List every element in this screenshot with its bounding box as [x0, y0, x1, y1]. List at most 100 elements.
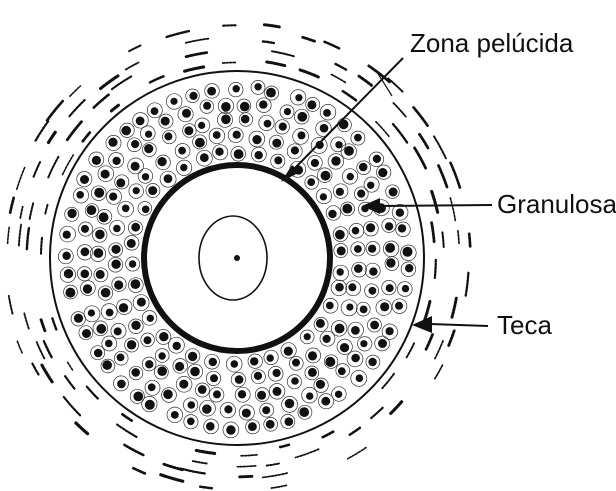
theca-cell [450, 296, 458, 320]
theca-cell [238, 474, 254, 479]
granulosa-cell [176, 159, 193, 176]
granulosa-cell [208, 386, 225, 403]
granulosa-cell [250, 80, 266, 95]
granulosa-cell-nucleus [368, 244, 377, 253]
granulosa-cell [92, 320, 109, 337]
granulosa-cell [184, 348, 201, 364]
granulosa-cell [395, 221, 411, 237]
theca-cell [131, 466, 147, 475]
granulosa-cell [203, 418, 219, 435]
granulosa-cell [187, 363, 204, 380]
granulosa-cell [363, 176, 380, 193]
granulosa-cell [141, 396, 158, 413]
granulosa-cell [270, 153, 286, 169]
granulosa-cell-nucleus [358, 162, 368, 172]
granulosa-cell-nucleus [291, 377, 299, 385]
theca-cell [65, 119, 84, 142]
granulosa-cell [93, 267, 109, 283]
theca-cell [121, 412, 133, 422]
granulosa-cell [127, 157, 144, 175]
granulosa-cell-nucleus [354, 133, 362, 142]
granulosa-cell [110, 323, 127, 339]
granulosa-cell [315, 187, 332, 205]
theca-cell [99, 74, 120, 91]
granulosa-cell-nucleus [262, 406, 271, 415]
granulosa-cell [286, 374, 302, 390]
granulosa-cell [113, 350, 129, 366]
granulosa-cell [290, 89, 307, 106]
granulosa-cell [325, 205, 342, 221]
granulosa-cell [124, 337, 139, 353]
granulosa-cell [227, 127, 244, 143]
granulosa-cell-nucleus [315, 379, 326, 389]
granulosa-cell-nucleus [197, 385, 207, 394]
granulosa-cell [350, 130, 366, 146]
theca-cell [261, 40, 276, 45]
granulosa-cell-nucleus [133, 391, 144, 402]
granulosa-cell-nucleus [368, 286, 377, 295]
theca-cell [341, 89, 359, 103]
granulosa-cell-nucleus [344, 146, 354, 156]
theca-cell [159, 473, 185, 483]
granulosa-cell [322, 298, 339, 314]
granulosa-cell-nucleus [80, 269, 90, 279]
granulosa-cell [183, 414, 199, 430]
granulosa-cell-nucleus [351, 326, 360, 335]
theca-cell [165, 29, 191, 39]
granulosa-cell-nucleus [157, 366, 167, 377]
granulosa-cell [141, 356, 157, 372]
granulosa-cell-nucleus [199, 153, 209, 163]
granulosa-cell [128, 277, 144, 293]
granulosa-cell [119, 122, 135, 138]
granulosa-cell-nucleus [232, 85, 240, 93]
theca-cell [367, 64, 391, 84]
granulosa-cell [76, 171, 93, 188]
theca-cell [184, 37, 211, 44]
granulosa-cell-nucleus [170, 411, 179, 419]
granulosa-cell-nucleus [395, 208, 405, 217]
granulosa-cell [375, 299, 393, 316]
granulosa-cell-nucleus [91, 155, 101, 165]
granulosa-cell-nucleus [252, 135, 262, 145]
theca-cell [405, 342, 416, 360]
theca-cell [47, 155, 60, 179]
granulosa-cell-nucleus [405, 264, 414, 273]
theca-cell [25, 226, 31, 251]
granulosa-cell-nucleus [102, 360, 112, 370]
granulosa-cell [280, 414, 296, 429]
granulosa-cell [204, 353, 220, 370]
granulosa-cell [228, 82, 244, 98]
granulosa-cell-nucleus [322, 334, 331, 343]
granulosa-cell [80, 280, 96, 296]
granulosa-cell-nucleus [230, 360, 239, 368]
granulosa-cell [351, 261, 367, 278]
granulosa-cell-nucleus [368, 357, 377, 367]
granulosa-cell-nucleus [141, 205, 150, 214]
granulosa-cell-nucleus [146, 314, 154, 322]
granulosa-cell [141, 310, 158, 326]
granulosa-cell-nucleus [303, 333, 311, 341]
granulosa-cell [155, 154, 171, 171]
granulosa-cell-nucleus [335, 141, 343, 149]
theca-cell [66, 360, 74, 371]
granulosa-cell-nucleus [402, 246, 413, 257]
granulosa-cell-nucleus [118, 303, 129, 313]
granulosa-cell-nucleus [187, 417, 195, 426]
granulosa-cell [340, 201, 355, 217]
granulosa-cell-nucleus [319, 123, 329, 133]
granulosa-cell-nucleus [221, 102, 231, 112]
granulosa-cell-nucleus [116, 353, 125, 362]
granulosa-cell-nucleus [87, 309, 95, 317]
theca-cell [370, 406, 384, 420]
granulosa-cell [155, 329, 172, 345]
granulosa-cell [330, 320, 348, 337]
granulosa-cell [90, 185, 107, 201]
granulosa-cell-nucleus [131, 320, 141, 330]
granulosa-cell [381, 323, 398, 340]
theca-cell [64, 375, 76, 390]
theca-cell [270, 484, 288, 489]
granulosa-cell [384, 256, 400, 271]
granulosa-cell [114, 174, 130, 190]
granulosa-cell-nucleus [170, 97, 178, 105]
